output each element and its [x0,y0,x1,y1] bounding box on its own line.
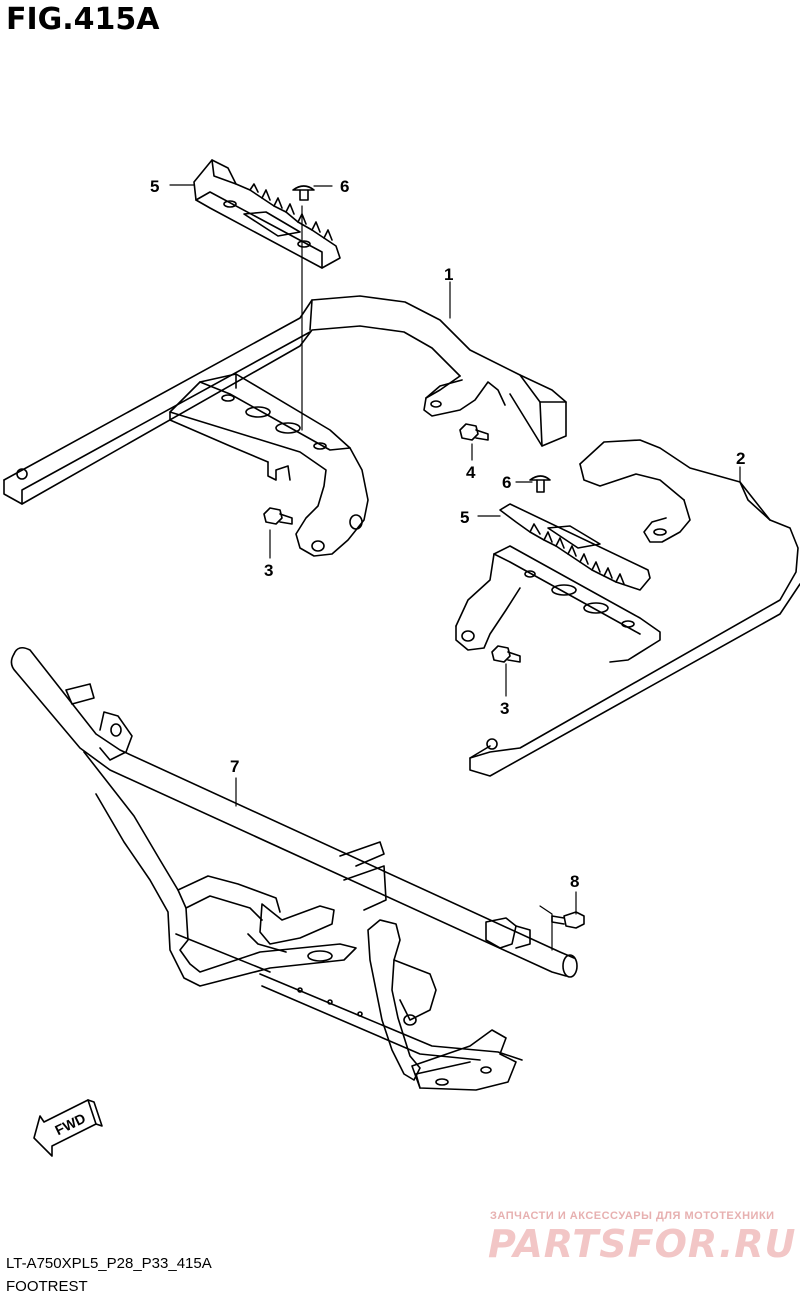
screw-6-lower [529,475,551,493]
footrest-bracket-left [3,295,567,557]
bolt-3-right [491,645,521,663]
screw-6-upper [292,185,315,201]
watermark-logo: PARTSFOR.RU [488,1222,797,1266]
figure-title: FIG.415A [6,2,160,37]
callout-1: 1 [444,265,453,284]
bolt-8 [551,911,585,929]
figure-code: LT-A750XPL5_P28_P33_415A [6,1255,212,1272]
footrest-bracket-right [455,439,800,777]
step-plate-right [499,503,651,591]
callout-5-upper: 5 [150,177,159,196]
callout-8: 8 [570,872,579,891]
watermark-tagline: ЗАПЧАСТИ И АКСЕССУАРЫ ДЛЯ МОТОТЕХНИКИ [490,1210,775,1222]
fwd-arrow-icon [33,1099,103,1157]
callout-3-left: 3 [264,561,273,580]
figure-caption: FOOTREST [6,1278,88,1295]
footrest-frame-front [10,646,578,1091]
bolt-3-left [263,507,293,525]
callout-5-lower: 5 [460,508,469,527]
callout-3-right: 3 [500,699,509,718]
callout-6-upper: 6 [340,177,349,196]
step-plate-left [193,159,341,269]
bolt-4 [459,423,489,441]
callout-6-lower: 6 [502,473,511,492]
callout-7: 7 [230,757,239,776]
callout-4: 4 [466,463,476,482]
leader-lines [169,184,741,951]
callout-2: 2 [736,449,745,468]
